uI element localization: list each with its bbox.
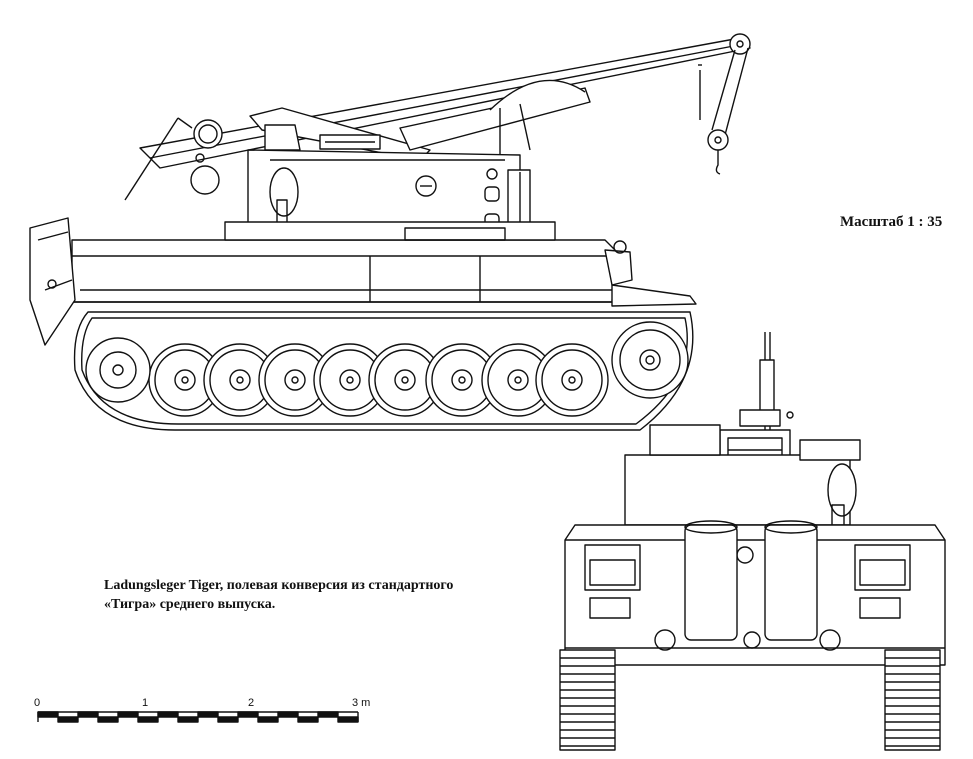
caption-line-1: Ladungsleger Tiger, полевая конверсия из… — [104, 578, 454, 593]
drawing-caption: Ladungsleger Tiger, полевая конверсия из… — [104, 576, 524, 614]
winch-wheel — [124, 117, 223, 201]
road-wheel — [535, 343, 609, 417]
idler-wheel — [85, 337, 151, 403]
scale-tick-0: 0 — [34, 697, 41, 709]
road-wheels — [148, 343, 609, 417]
drive-sprocket — [611, 321, 689, 399]
scale-tick-2: 2 — [248, 697, 255, 709]
rear-hull — [564, 524, 946, 666]
road-wheel — [425, 343, 499, 417]
scale-tick-3: 3 m — [352, 697, 371, 709]
scale-bar — [37, 711, 359, 723]
hull — [71, 221, 697, 307]
rear-superstructure — [624, 424, 861, 530]
rear-view — [559, 332, 946, 751]
caption-line-2: «Тигра» среднего выпуска. — [104, 597, 276, 612]
superstructure — [247, 124, 531, 241]
rear-tracks — [559, 649, 941, 751]
front-blade — [29, 217, 76, 346]
exhaust-mufflers — [684, 520, 818, 641]
scale-label: Масштаб 1 : 35 — [840, 214, 943, 230]
side-view — [29, 33, 751, 431]
scale-tick-1: 1 — [142, 697, 149, 709]
